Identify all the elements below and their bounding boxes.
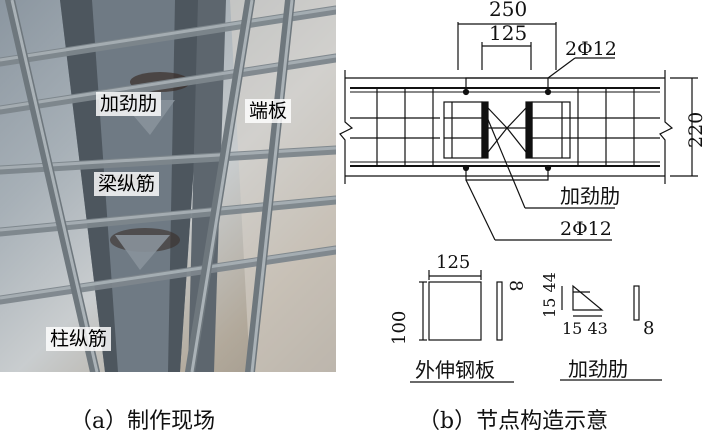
photo-label-end-plate: 端板 [245,99,292,123]
photo-label-beam-rebar: 梁纵筋 [94,172,160,196]
dim-125-top: 125 [489,21,527,45]
rib-dim-horizontal: 15 43 [562,319,608,338]
plate-dim-100: 100 [389,311,410,345]
caption-a: （a）制作现场 [70,409,216,434]
plate-dim-125: 125 [436,252,470,273]
label-rebar-top: 2Φ12 [565,38,617,60]
rib-dim-vertical: 15 44 [540,272,559,318]
photo-label-stiffener: 加劲肋 [96,92,162,116]
plate-dim-8: 8 [505,280,526,291]
rib-title: 加劲肋 [568,357,628,381]
dim-220: 220 [685,112,707,148]
rib-dim-8: 8 [643,318,654,339]
plate-title: 外伸钢板 [415,358,495,382]
label-stiffener: 加劲肋 [560,184,620,208]
label-rebar-bottom: 2Φ12 [560,218,612,240]
caption-b: （b）节点构造示意 [418,409,609,434]
site-photo: 加劲肋 端板 梁纵筋 柱纵筋 [0,0,336,372]
photo-label-column-rebar: 柱纵筋 [46,327,112,351]
dim-250: 250 [489,0,527,21]
